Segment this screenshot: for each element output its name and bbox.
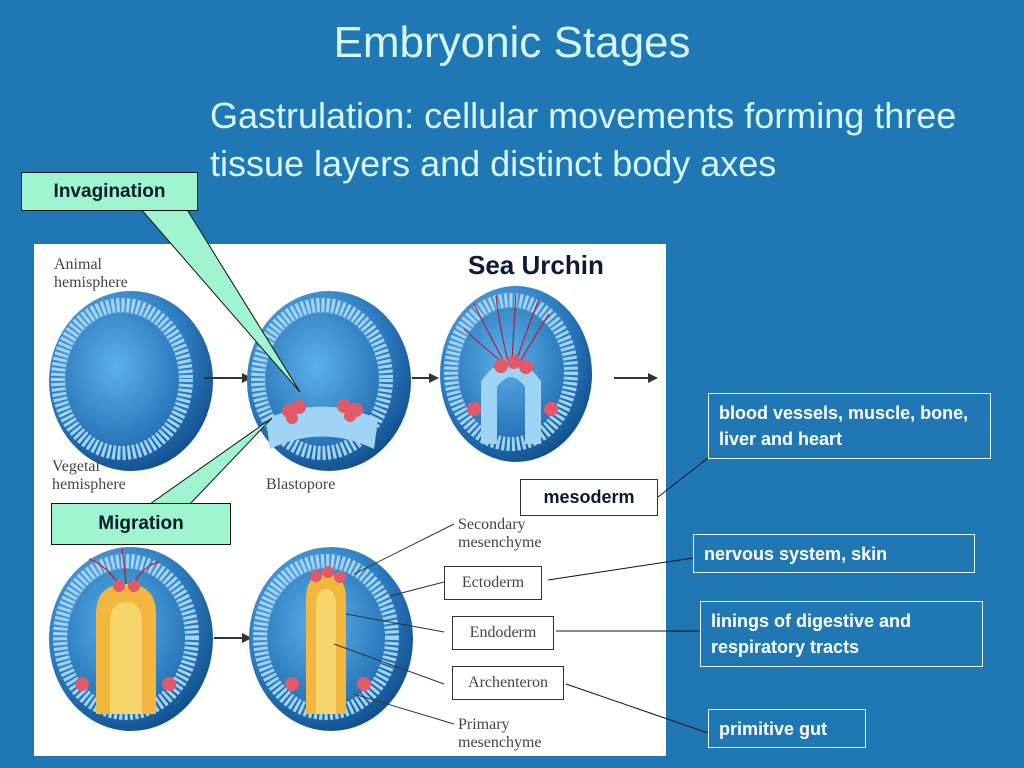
slide-title: Embryonic Stages bbox=[333, 18, 691, 67]
archenteron-embryo-left bbox=[49, 547, 213, 731]
arrow-1 bbox=[204, 373, 252, 383]
figure-title: Sea Urchin bbox=[468, 250, 604, 280]
ectoderm-label: Ectoderm bbox=[444, 566, 542, 600]
migration-embryo bbox=[440, 286, 592, 462]
embryo-illustration bbox=[49, 286, 658, 731]
blastopore-label: Blastopore bbox=[266, 476, 336, 493]
blood-vessels-callout: blood vessels, muscle, bone, liver and h… bbox=[708, 393, 991, 459]
animal-hemisphere-label: Animal hemisphere bbox=[54, 256, 128, 291]
migration-pointer bbox=[148, 417, 273, 505]
figure-leader-lines bbox=[333, 523, 455, 725]
secondary-mesenchyme-label: Secondary mesenchyme bbox=[458, 516, 542, 551]
sea-urchin-figure: Sea Urchin Animal hemisphere Vegetal hem… bbox=[34, 244, 666, 756]
arrow-2 bbox=[412, 373, 439, 383]
mesoderm-line bbox=[657, 457, 709, 498]
slide-subtitle: Gastrulation: cellular movements forming… bbox=[210, 95, 957, 184]
primitive-gut-callout: primitive gut bbox=[708, 709, 866, 748]
archenteron-line bbox=[565, 683, 709, 734]
archenteron-label: Archenteron bbox=[452, 666, 564, 700]
arrow-3 bbox=[614, 373, 658, 383]
mesoderm-callout: mesoderm bbox=[520, 479, 658, 516]
invagination-pointer bbox=[138, 207, 301, 393]
archenteron-embryo-right bbox=[249, 547, 413, 731]
linings-callout: linings of digestive and respiratory tra… bbox=[700, 601, 983, 667]
ectoderm-line bbox=[547, 557, 694, 581]
primary-mesenchyme-label: Primary mesenchyme bbox=[458, 716, 542, 751]
invagination-embryo bbox=[247, 291, 411, 471]
nervous-system-callout: nervous system, skin bbox=[693, 534, 975, 573]
vegetal-hemisphere-label: Vegetal hemisphere bbox=[52, 458, 126, 493]
migration-callout: Migration bbox=[51, 503, 231, 545]
endoderm-label: Endoderm bbox=[452, 616, 554, 650]
blastula-embryo bbox=[49, 291, 213, 471]
invagination-callout: Invagination bbox=[21, 172, 198, 211]
arrow-4 bbox=[214, 633, 252, 643]
